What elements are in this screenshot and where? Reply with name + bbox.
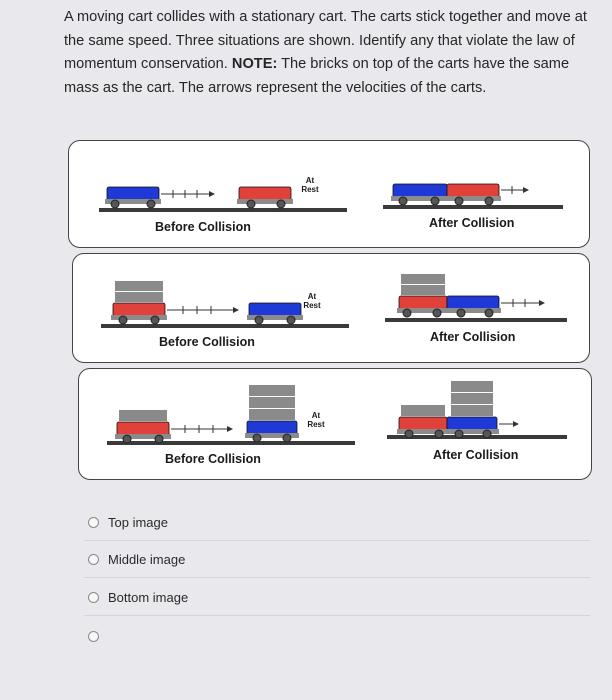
panel-bottom-diagram (107, 381, 567, 445)
cart-base (397, 429, 499, 434)
at-rest-label: At Rest (301, 176, 319, 194)
wheel (246, 199, 256, 209)
track-before (101, 324, 349, 328)
wheel (484, 308, 494, 318)
wheel (404, 429, 414, 439)
option-label: Bottom image (108, 590, 189, 605)
cart-base (245, 433, 299, 438)
option-label: Top image (108, 515, 168, 530)
cart-base (115, 434, 171, 439)
before-collision-label: Before Collision (155, 220, 251, 234)
cart-base (237, 199, 293, 204)
brick (451, 393, 493, 404)
track-after (385, 318, 567, 322)
option-bottom-image[interactable]: Bottom image (84, 580, 590, 616)
blue-cart (248, 302, 302, 318)
red-cart (398, 295, 448, 311)
radio-button[interactable] (88, 517, 99, 528)
radio-button[interactable] (88, 592, 99, 603)
question-body: A moving cart collides with a stationary… (64, 9, 587, 72)
panel-top-image: At Rest Before Collision After Collision (68, 140, 590, 248)
wheel (118, 315, 128, 325)
wheel (454, 429, 464, 439)
panel-top-diagram (99, 183, 563, 212)
brick (249, 397, 295, 408)
track-after (383, 205, 563, 209)
brick (401, 285, 445, 295)
blue-cart (446, 295, 500, 311)
before-collision-label: Before Collision (165, 452, 261, 466)
red-cart (112, 302, 166, 318)
wheel (146, 199, 156, 209)
red-cart (398, 416, 448, 432)
brick (119, 410, 167, 421)
wheel (286, 315, 296, 325)
option-fourth[interactable] (84, 618, 590, 654)
brick (115, 281, 163, 291)
red-cart (238, 186, 292, 202)
panel-middle-diagram (101, 274, 567, 328)
after-collision-label: After Collision (429, 216, 515, 230)
option-label: Middle image (108, 552, 186, 567)
cart-base (105, 199, 161, 204)
note-body: The bricks on top of the carts have the … (64, 56, 570, 96)
brick (249, 385, 295, 396)
brick (401, 405, 445, 416)
wheel (276, 199, 286, 209)
brick (401, 274, 445, 284)
after-collision-label: After Collision (433, 448, 519, 462)
wheel (252, 433, 262, 443)
brick (451, 405, 493, 416)
brick (115, 292, 163, 302)
note-label: NOTE: (231, 56, 278, 72)
panel-bottom-image: At Rest Before Collision After Collision (78, 368, 592, 480)
blue-cart (246, 420, 298, 436)
radio-button[interactable] (88, 554, 99, 565)
brick (451, 381, 493, 392)
wheel (484, 196, 494, 206)
after-collision-label: After Collision (430, 330, 516, 344)
wheel (434, 429, 444, 439)
radio-button[interactable] (88, 630, 99, 642)
at-rest-label: At Rest (303, 292, 321, 310)
wheel (430, 196, 440, 206)
brick (249, 409, 295, 420)
red-cart (116, 421, 170, 437)
cart-base (397, 308, 501, 313)
wheel (456, 308, 466, 318)
cart-base (247, 315, 303, 320)
panel-middle-image: At Rest Before Collision After Collision (72, 253, 590, 363)
blue-cart (446, 416, 498, 432)
wheel (454, 196, 464, 206)
wheel (254, 315, 264, 325)
blue-cart (392, 183, 448, 199)
track-before (107, 441, 355, 445)
track-before (99, 208, 347, 212)
wheel (432, 308, 442, 318)
at-rest-label: At Rest (307, 411, 325, 429)
cart-base (391, 196, 501, 201)
option-top-image[interactable]: Top image (84, 505, 590, 541)
before-collision-label: Before Collision (159, 335, 255, 349)
question-text: A moving cart collides with a stationary… (64, 6, 594, 100)
wheel (402, 308, 412, 318)
option-middle-image[interactable]: Middle image (84, 542, 590, 578)
wheel (282, 433, 292, 443)
red-cart (446, 183, 500, 199)
wheel (154, 434, 164, 444)
wheel (110, 199, 120, 209)
wheel (150, 315, 160, 325)
wheel (398, 196, 408, 206)
wheel (482, 429, 492, 439)
wheel (122, 434, 132, 444)
cart-base (111, 315, 167, 320)
track-after (387, 435, 567, 439)
blue-cart (106, 186, 160, 202)
